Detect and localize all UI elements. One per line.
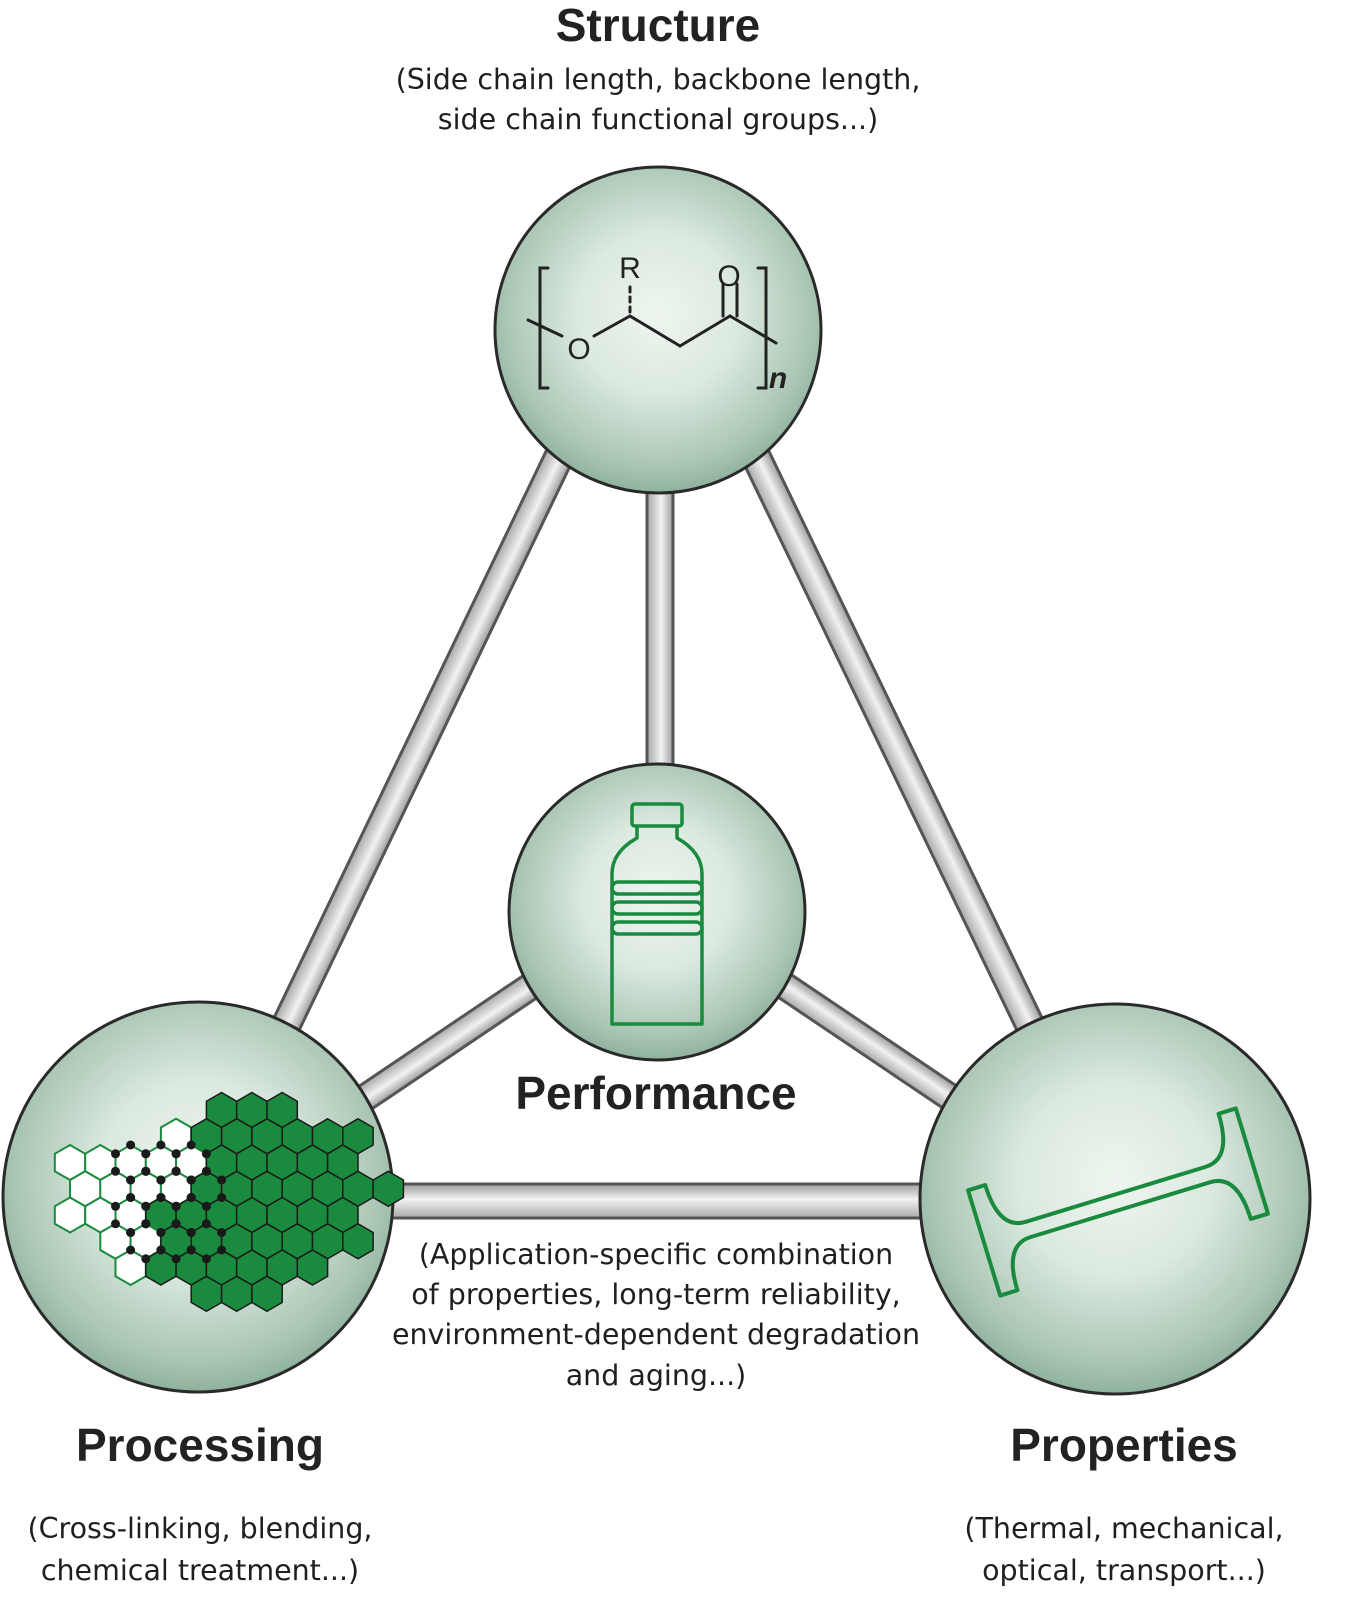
filled-hexagon	[296, 1249, 329, 1286]
hexagon-network-icon	[53, 1091, 405, 1313]
crosslink-node	[217, 1175, 227, 1185]
crosslink-node	[156, 1193, 166, 1202]
properties-desc-line-1: (Thermal, mechanical,	[964, 1512, 1283, 1545]
crosslink-node	[156, 1245, 166, 1255]
crosslink-node	[201, 1201, 211, 1211]
crosslink-node	[171, 1149, 181, 1159]
crosslink-node	[111, 1219, 120, 1229]
crosslink-node	[186, 1228, 196, 1237]
crosslink-node	[156, 1228, 166, 1237]
crosslink-node	[186, 1245, 196, 1255]
crosslink-node	[126, 1228, 136, 1237]
structure-desc-line-2: side chain functional groups...)	[438, 103, 878, 136]
crosslink-node	[126, 1175, 136, 1185]
crosslink-node	[126, 1140, 136, 1150]
performance-title: Performance	[515, 1067, 796, 1119]
molecule-repeat-subscript: n	[769, 362, 787, 395]
processing-desc-line-1: (Cross-linking, blending,	[28, 1512, 373, 1545]
crosslink-node	[217, 1228, 227, 1237]
properties-desc-line-2: optical, transport...)	[982, 1554, 1266, 1587]
crosslink-node	[201, 1254, 211, 1264]
crosslink-node	[186, 1140, 196, 1150]
performance-sphere	[507, 762, 807, 1062]
crosslink-node	[217, 1245, 227, 1255]
structure-title: Structure	[556, 0, 760, 51]
performance-desc-line-4: and aging...)	[566, 1359, 747, 1392]
crosslink-node	[141, 1149, 151, 1159]
structure-sphere	[493, 165, 823, 495]
molecule-ester-oxygen: O	[567, 333, 590, 366]
structure-desc-line-1: (Side chain length, backbone length,	[396, 63, 921, 96]
crosslink-node	[201, 1166, 211, 1176]
crosslink-node	[141, 1166, 151, 1176]
filled-hexagon	[342, 1222, 374, 1260]
crosslink-node	[111, 1149, 120, 1159]
connector-rods	[263, 433, 1053, 1220]
performance-desc-line-1: (Application-specific combination	[419, 1238, 893, 1271]
crosslink-node	[141, 1254, 151, 1264]
crosslink-node	[201, 1149, 211, 1159]
crosslink-node	[111, 1201, 120, 1211]
crosslink-node	[171, 1219, 181, 1229]
crosslink-node	[141, 1219, 151, 1229]
crosslink-node	[171, 1201, 181, 1211]
crosslink-node	[186, 1193, 196, 1202]
crosslink-node	[217, 1193, 227, 1202]
filled-hexagon	[372, 1170, 405, 1208]
properties-title: Properties	[1010, 1419, 1238, 1471]
properties-sphere	[918, 1002, 1312, 1396]
crosslink-node	[111, 1166, 120, 1176]
processing-title: Processing	[76, 1419, 324, 1471]
bottle-icon	[610, 802, 704, 1026]
crosslink-node	[156, 1140, 166, 1150]
crosslink-node	[141, 1201, 151, 1211]
polymer-repeat-unit-icon	[526, 266, 778, 390]
crosslink-node	[126, 1245, 136, 1255]
processing-desc-line-2: chemical treatment...)	[41, 1554, 359, 1587]
open-hexagon	[53, 1196, 87, 1234]
rod-performance-properties	[768, 969, 974, 1119]
performance-desc-line-3: environment-dependent degradation	[392, 1318, 920, 1351]
crosslink-node	[171, 1166, 181, 1176]
crosslink-node	[171, 1254, 181, 1264]
filled-hexagon	[251, 1275, 283, 1313]
crosslink-node	[201, 1219, 211, 1229]
molecule-r-group: R	[619, 252, 641, 285]
rod-structure-performance	[645, 488, 675, 792]
rod-processing-properties	[366, 1182, 952, 1220]
molecule-carbonyl-oxygen: O	[717, 260, 740, 293]
crosslink-node	[156, 1175, 166, 1185]
open-hexagon	[114, 1248, 147, 1287]
tensile-specimen-icon	[966, 1106, 1270, 1298]
crosslink-node	[186, 1175, 196, 1185]
performance-desc-line-2: of properties, long-term reliability,	[411, 1278, 901, 1311]
crosslink-node	[126, 1193, 136, 1202]
